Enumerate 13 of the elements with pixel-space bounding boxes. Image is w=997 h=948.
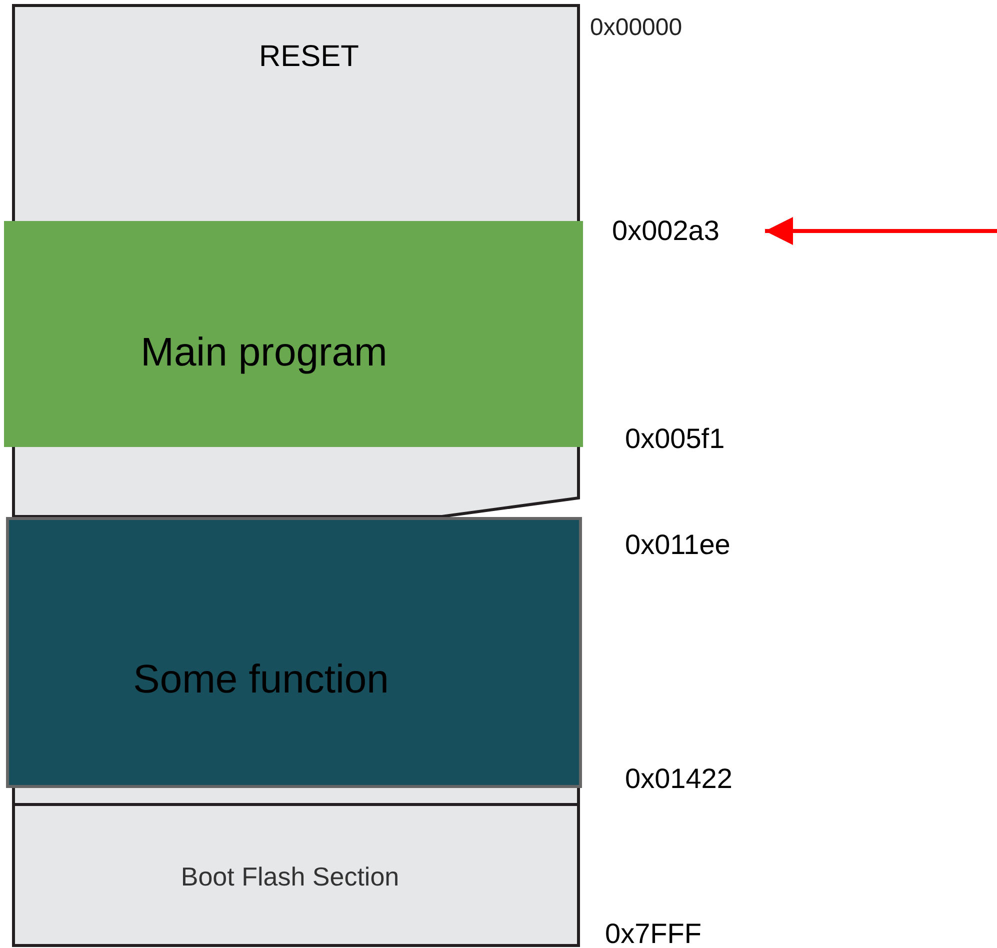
block-label: Some function bbox=[133, 658, 389, 702]
block-label: Boot Flash Section bbox=[180, 862, 400, 892]
address-label: 0x002a3 bbox=[612, 212, 757, 250]
block-label: Main program bbox=[140, 330, 388, 376]
address-label: 0x7FFF bbox=[605, 918, 702, 948]
memory-block bbox=[6, 517, 582, 788]
block-label: RESET bbox=[258, 40, 360, 74]
arrow bbox=[765, 217, 997, 245]
address-label: 0x01422 bbox=[625, 763, 732, 795]
address-label: 0x011ee bbox=[625, 529, 730, 561]
address-label: 0x00000 bbox=[590, 14, 682, 42]
address-label: 0x005f1 bbox=[625, 423, 725, 455]
memory-region bbox=[12, 786, 580, 947]
